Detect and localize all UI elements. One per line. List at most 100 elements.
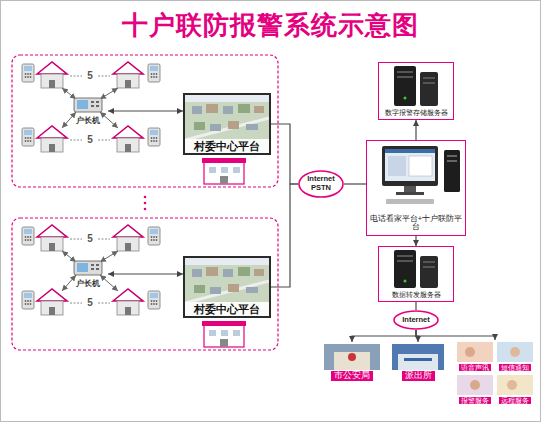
network-ellipse: Internet PSTN	[298, 170, 344, 198]
continuation-dots	[144, 202, 147, 205]
service-photos	[497, 342, 533, 362]
computer-icon	[447, 155, 457, 157]
server-icon	[404, 280, 407, 283]
police-station-photo	[404, 358, 432, 361]
server-icon	[420, 72, 438, 106]
connector	[352, 330, 416, 342]
node-text: 远程服务	[499, 397, 531, 404]
connector	[416, 330, 418, 342]
node-text: 户长机	[76, 116, 100, 125]
server-icon	[404, 97, 407, 100]
service-box: 语音声讯 短信通知报警服务 远程服务	[455, 340, 535, 406]
computer-icon	[404, 186, 416, 192]
illustration	[12, 218, 278, 350]
service-photos	[507, 380, 517, 390]
police-bureau-photo	[324, 344, 380, 370]
server-icon	[423, 261, 435, 263]
computer-icon	[386, 199, 434, 204]
connector	[108, 110, 183, 111]
connector	[344, 183, 366, 184]
service-photos	[497, 375, 533, 395]
police-station-photo	[398, 354, 438, 370]
server-box: 数据转发服务器	[378, 246, 454, 302]
node-text: 电话看家平台+十户联防平台	[367, 214, 465, 235]
diagram-title: 十户联防报警系统示意图	[0, 8, 541, 43]
server-icon	[394, 66, 438, 106]
node-text: 村委中心平台	[185, 302, 269, 316]
server-icon	[397, 260, 413, 262]
server-icon	[423, 266, 435, 268]
link-count: 5	[83, 133, 97, 147]
node-text: 村委中心平台	[185, 139, 269, 153]
link-count: 5	[83, 69, 97, 83]
police-station-photo	[392, 344, 444, 370]
link-count: 5	[83, 232, 97, 246]
node-text: 派出所	[402, 371, 435, 381]
computer-icon	[382, 146, 460, 204]
connector	[415, 236, 416, 246]
computer-icon	[388, 156, 406, 176]
service-photos	[510, 347, 520, 357]
node-text: 数据转发服务器	[390, 290, 443, 301]
service-photos	[457, 375, 493, 395]
computer-box: 电话看家平台+十户联防平台	[366, 140, 466, 236]
master-unit: 户长机	[68, 259, 108, 289]
ellipse-outline	[299, 171, 343, 197]
connector	[271, 124, 298, 184]
service-photos	[470, 380, 480, 390]
continuation-dots	[144, 196, 147, 199]
node-text: 市公安局	[331, 371, 373, 381]
police-box: 派出所	[390, 342, 446, 382]
service-photos	[457, 342, 533, 395]
platform-screen: 村委中心平台	[183, 256, 271, 318]
server-icon	[397, 71, 413, 73]
server-icon	[397, 255, 413, 257]
computer-icon	[444, 150, 460, 192]
node-text: Internet	[399, 316, 433, 325]
link-count: 5	[83, 296, 97, 310]
network-ellipse: Internet	[393, 310, 439, 330]
service-photos	[465, 347, 475, 357]
node-text: 数字报警存储服务器	[383, 108, 450, 119]
police-bureau-photo	[334, 352, 370, 370]
police-bureau-photo	[348, 353, 356, 361]
police-box: 市公安局	[322, 342, 382, 382]
connector	[415, 302, 416, 310]
master-unit: 户长机	[68, 96, 108, 126]
illustration	[12, 55, 278, 187]
platform-screen: 村委中心平台	[183, 93, 271, 155]
server-icon	[394, 66, 416, 106]
computer-icon	[409, 156, 432, 176]
node-text: 语音声讯	[459, 364, 491, 371]
connector	[271, 184, 298, 287]
server-icon	[394, 250, 416, 288]
connector	[416, 330, 495, 340]
ellipse-outline	[394, 311, 438, 329]
server-icon	[423, 77, 435, 79]
node-text: Internet PSTN	[304, 175, 338, 192]
continuation-dots	[144, 196, 147, 211]
computer-icon	[385, 149, 435, 153]
continuation-dots	[144, 208, 147, 211]
police-station-photo	[392, 344, 444, 370]
connector	[415, 120, 416, 140]
server-box: 数字报警存储服务器	[378, 62, 454, 120]
computer-icon	[385, 149, 435, 181]
node-text: 报警服务	[459, 397, 491, 404]
service-photos	[457, 342, 493, 362]
computer-icon	[382, 146, 438, 186]
server-icon	[423, 82, 435, 84]
node-text: 户长机	[76, 279, 100, 288]
computer-icon	[396, 192, 424, 195]
server-icon	[420, 256, 438, 288]
server-icon	[394, 250, 438, 288]
server-icon	[397, 76, 413, 78]
connector	[108, 273, 183, 274]
node-text: 短信通知	[499, 364, 531, 371]
police-bureau-photo	[324, 344, 380, 370]
computer-icon	[447, 160, 457, 162]
